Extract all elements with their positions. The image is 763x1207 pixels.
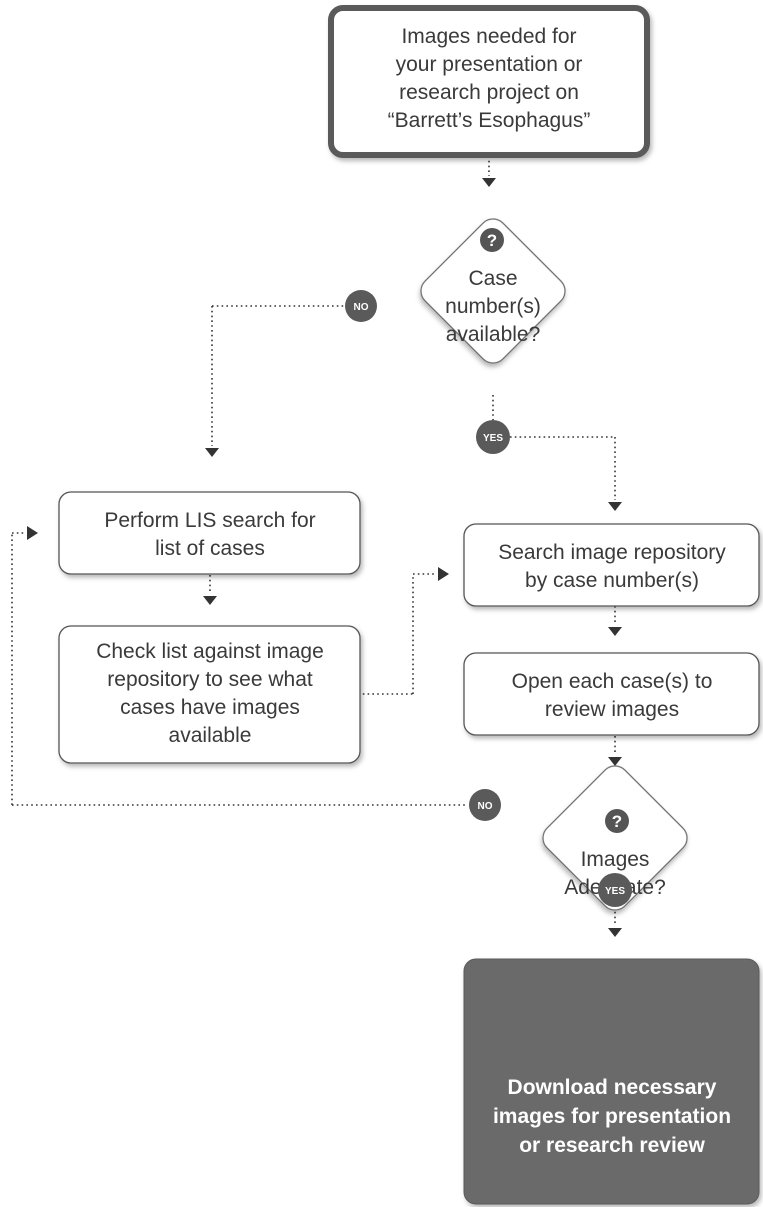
start-line-3: research project on <box>399 81 579 104</box>
arrow-down-icon <box>482 178 496 187</box>
svg-text:?: ? <box>487 231 497 250</box>
svg-text:?: ? <box>612 812 622 831</box>
decision-images-adequate: ? Images Adequate? <box>542 765 688 911</box>
search-repo-line-1: Search image repository <box>498 541 726 564</box>
end-line-3: or research review <box>519 1134 705 1157</box>
start-line-1: Images needed for <box>401 25 576 48</box>
no-badge: NO <box>469 789 501 821</box>
check-list-node: Check list against image repository to s… <box>58 625 361 764</box>
search-repository-node: Search image repository by case number(s… <box>463 523 760 607</box>
end-node: Download necessary images for presentati… <box>463 958 760 1205</box>
decision1-line-2: number(s) <box>445 295 541 318</box>
end-line-1: Download necessary <box>508 1076 717 1099</box>
svg-text:NO: NO <box>478 801 493 812</box>
yes-badge: YES <box>598 873 632 907</box>
open-case-node: Open each case(s) to review images <box>463 652 760 736</box>
start-node: Images needed for your presentation or r… <box>328 5 650 158</box>
svg-text:YES: YES <box>605 886 625 897</box>
check-line-3: cases have images <box>120 696 300 719</box>
question-icon <box>480 228 504 252</box>
svg-text:YES: YES <box>483 433 503 444</box>
lis-line-2: list of cases <box>155 537 265 560</box>
lis-line-1: Perform LIS search for <box>104 509 315 532</box>
arrow-down-icon <box>608 757 622 766</box>
decision1-line-3: available? <box>446 323 541 346</box>
decision1-line-1: Case <box>468 267 517 290</box>
end-line-2: images for presentation <box>493 1105 731 1128</box>
decision-case-number: ? Case number(s) available? <box>420 218 566 364</box>
arrow-down-icon <box>608 928 622 937</box>
check-line-4: available <box>169 724 252 747</box>
arrow-down-icon <box>608 627 622 636</box>
connectors <box>11 156 622 937</box>
arrow-down-icon <box>608 502 622 511</box>
start-line-4: “Barrett’s Esophagus” <box>388 109 591 132</box>
svg-text:NO: NO <box>354 302 369 313</box>
check-line-2: repository to see what <box>107 668 313 691</box>
check-line-1: Check list against image <box>96 640 324 663</box>
lis-search-node: Perform LIS search for list of cases <box>58 491 361 575</box>
decision2-line-1: Images <box>581 848 650 871</box>
open-case-line-2: review images <box>545 698 679 721</box>
arrow-down-icon <box>203 596 217 605</box>
yes-badge: YES <box>476 420 510 454</box>
arrow-right-icon <box>27 526 38 540</box>
arrow-down-icon <box>205 448 219 457</box>
open-case-line-1: Open each case(s) to <box>512 670 713 693</box>
no-badge: NO <box>345 290 377 322</box>
question-icon <box>605 809 629 833</box>
start-line-2: your presentation or <box>396 53 583 76</box>
search-repo-line-2: by case number(s) <box>525 569 699 592</box>
arrow-right-icon <box>438 567 449 581</box>
